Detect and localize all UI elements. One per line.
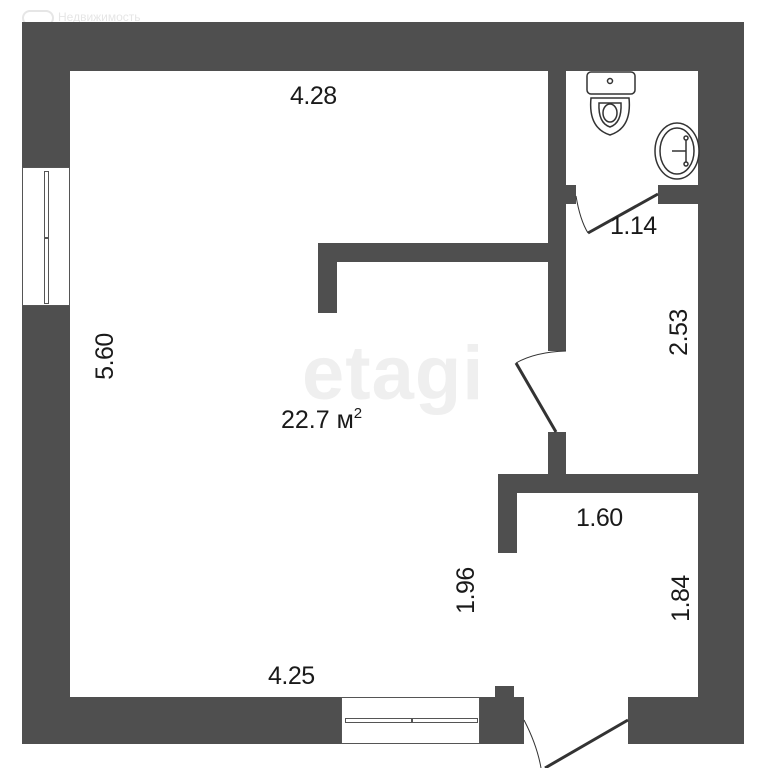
outer-wall-top <box>22 22 744 71</box>
dim-main-left: 5.60 <box>90 333 119 380</box>
outer-wall-bottom-right <box>628 697 744 744</box>
dim-bathroom-door: 1.14 <box>610 212 657 240</box>
watermark-etagi: etagi <box>302 331 485 416</box>
outer-wall-left-lower <box>22 306 70 744</box>
sink-icon <box>654 122 700 180</box>
dim-entry-top: 1.60 <box>576 504 623 532</box>
outer-wall-bottom-left <box>22 697 341 744</box>
window-bottom <box>341 697 480 744</box>
dim-entry-right: 1.84 <box>666 575 695 622</box>
outer-wall-right <box>698 22 744 744</box>
bathroom-door-jamb-right <box>658 185 698 204</box>
wall-stub <box>495 686 514 698</box>
room-door-icon <box>514 350 567 433</box>
partition-horizontal <box>318 243 566 262</box>
window-left <box>22 167 70 306</box>
entry-wall-top <box>498 474 698 493</box>
outer-wall-left-upper <box>22 22 70 167</box>
bathroom-door-jamb-left <box>548 185 576 204</box>
hallway-wall-lower <box>548 432 566 475</box>
dim-main-top: 4.28 <box>290 82 337 110</box>
dim-main-bottom: 4.25 <box>268 662 315 690</box>
dim-entry-left: 1.96 <box>451 567 480 614</box>
entry-wall-left <box>498 474 517 553</box>
entry-door-icon <box>523 718 629 768</box>
bathroom-door-icon <box>575 192 659 235</box>
toilet-icon <box>586 71 636 136</box>
bathroom-wall-left <box>548 71 566 351</box>
outer-wall-bottom-mid <box>480 697 524 744</box>
dim-hallway-right: 2.53 <box>664 309 693 356</box>
total-area-label: 22.7 м2 <box>281 405 363 434</box>
partition-vertical-stub <box>318 243 337 313</box>
